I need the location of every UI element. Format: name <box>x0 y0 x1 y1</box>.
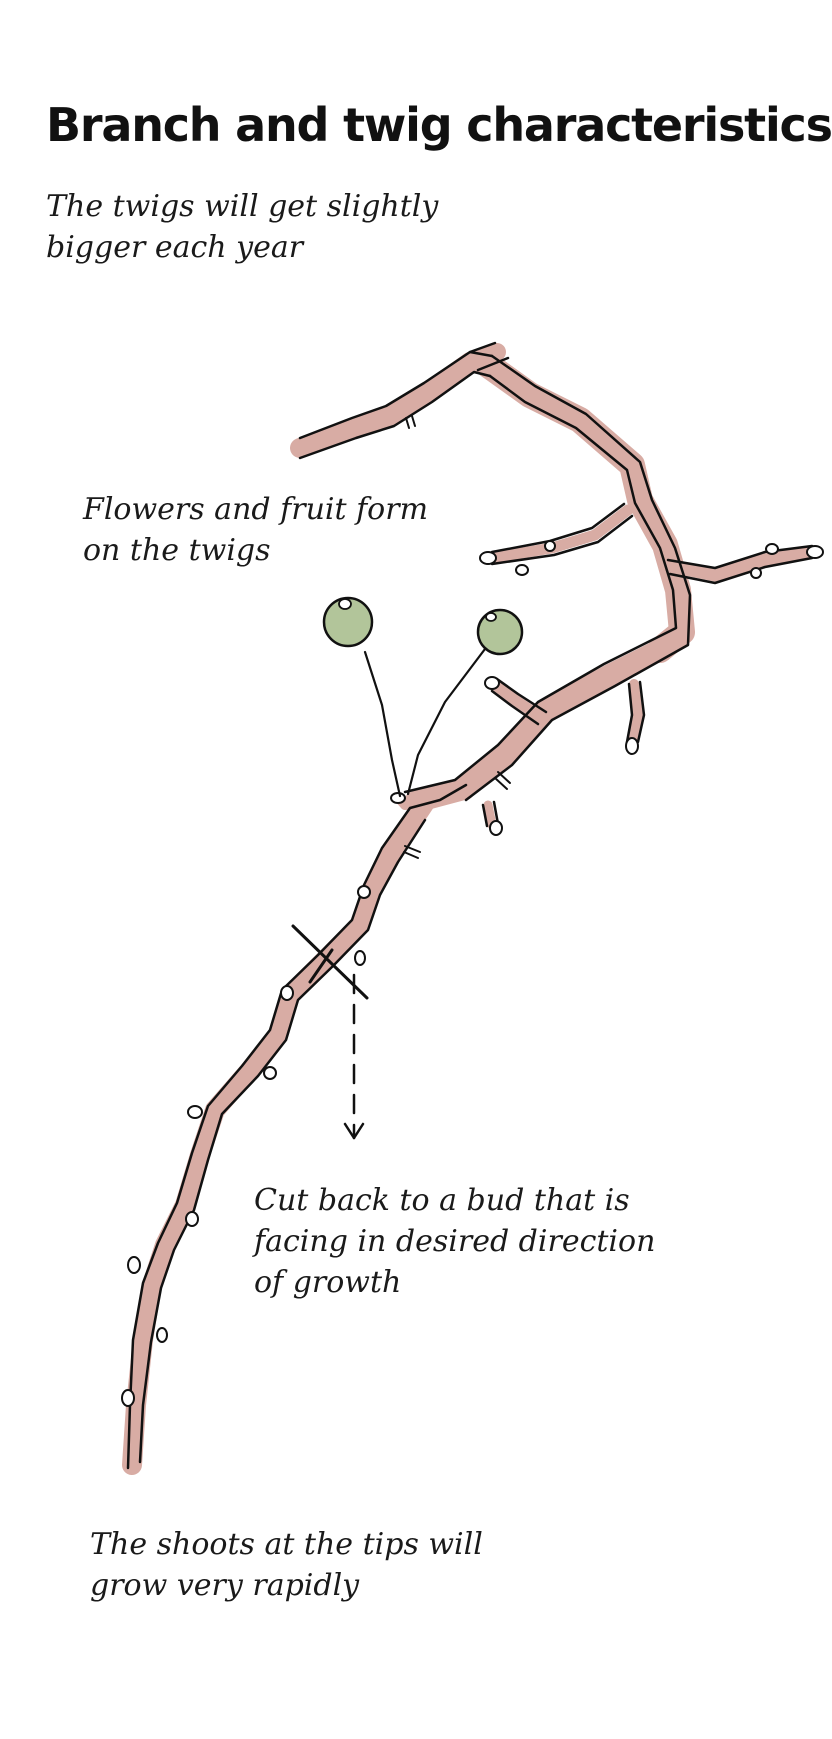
top-left-outline <box>298 370 492 460</box>
top-stub-fill <box>463 343 506 369</box>
right-twig-outline <box>666 544 814 585</box>
bud-icon <box>750 567 762 579</box>
calyx-icon <box>338 598 352 610</box>
bud-icon <box>765 543 779 555</box>
top-stub-outline <box>468 341 510 372</box>
main-stem-outline-right <box>138 818 427 1464</box>
buds <box>121 540 824 1407</box>
left-twig-upper-fill <box>486 504 634 564</box>
page-title: Branch and twig characteristics <box>46 98 832 152</box>
branch-outline <box>126 341 814 1470</box>
calyx-icon <box>485 612 497 622</box>
fruit-icon <box>322 596 374 648</box>
bud-icon <box>515 564 529 576</box>
bud-icon <box>479 551 497 565</box>
branch-fill <box>122 343 819 1475</box>
dashed-down-arrow-icon <box>343 973 365 1140</box>
bud-icon <box>354 950 366 966</box>
top-left-limb-fill <box>290 352 498 458</box>
bud-icon <box>187 1105 203 1119</box>
bud-icon <box>263 1066 277 1080</box>
bud-icon <box>280 985 294 1001</box>
down-spur-fill <box>627 679 643 747</box>
bud-icon <box>489 820 503 836</box>
left-twig-upper-outline <box>490 502 634 566</box>
main-stem-fill <box>122 780 475 1475</box>
main-stem-fill-2 <box>404 639 671 813</box>
left-twig-lower-outline <box>490 677 548 726</box>
annotation-cut-back: Cut back to a bud that is facing in desi… <box>254 1183 656 1300</box>
bud-icon <box>156 1327 168 1343</box>
annotation-twigs-grow: The twigs will get slightly bigger each … <box>46 189 439 265</box>
bud-icon <box>185 1211 199 1227</box>
right-twig-fill <box>663 545 819 582</box>
bud-icon <box>484 676 500 690</box>
bud-icon <box>127 1256 141 1274</box>
main-stem-outline-left <box>126 783 468 1470</box>
bud-icon <box>806 545 824 559</box>
bud-icon <box>357 885 371 899</box>
mid-limb-outline-bottom <box>464 354 692 802</box>
bud-icon <box>544 540 556 552</box>
top-left-outline-2 <box>298 350 494 440</box>
annotation-shoots-tips: The shoots at the tips will grow very ra… <box>90 1527 483 1603</box>
fruit-stalk-right <box>406 643 490 796</box>
annotation-flowers-fruit: Flowers and fruit form on the twigs <box>83 492 429 568</box>
bud-icon <box>390 792 406 804</box>
fruit-calyx <box>338 598 497 622</box>
upper-limb-fill <box>475 352 695 663</box>
fruit-stalk-left <box>363 650 402 798</box>
growth-ring-marks <box>403 415 511 859</box>
left-twig-lower-fill <box>489 679 548 724</box>
fruits <box>322 596 524 656</box>
fruit-icon <box>476 608 524 656</box>
bud-icon <box>625 737 639 755</box>
down-spur-outline <box>625 680 646 744</box>
fruit-stalks <box>363 643 490 798</box>
bud-icon <box>121 1389 135 1407</box>
small-spur-fill <box>483 800 497 830</box>
mid-limb-outline-top <box>403 374 678 794</box>
